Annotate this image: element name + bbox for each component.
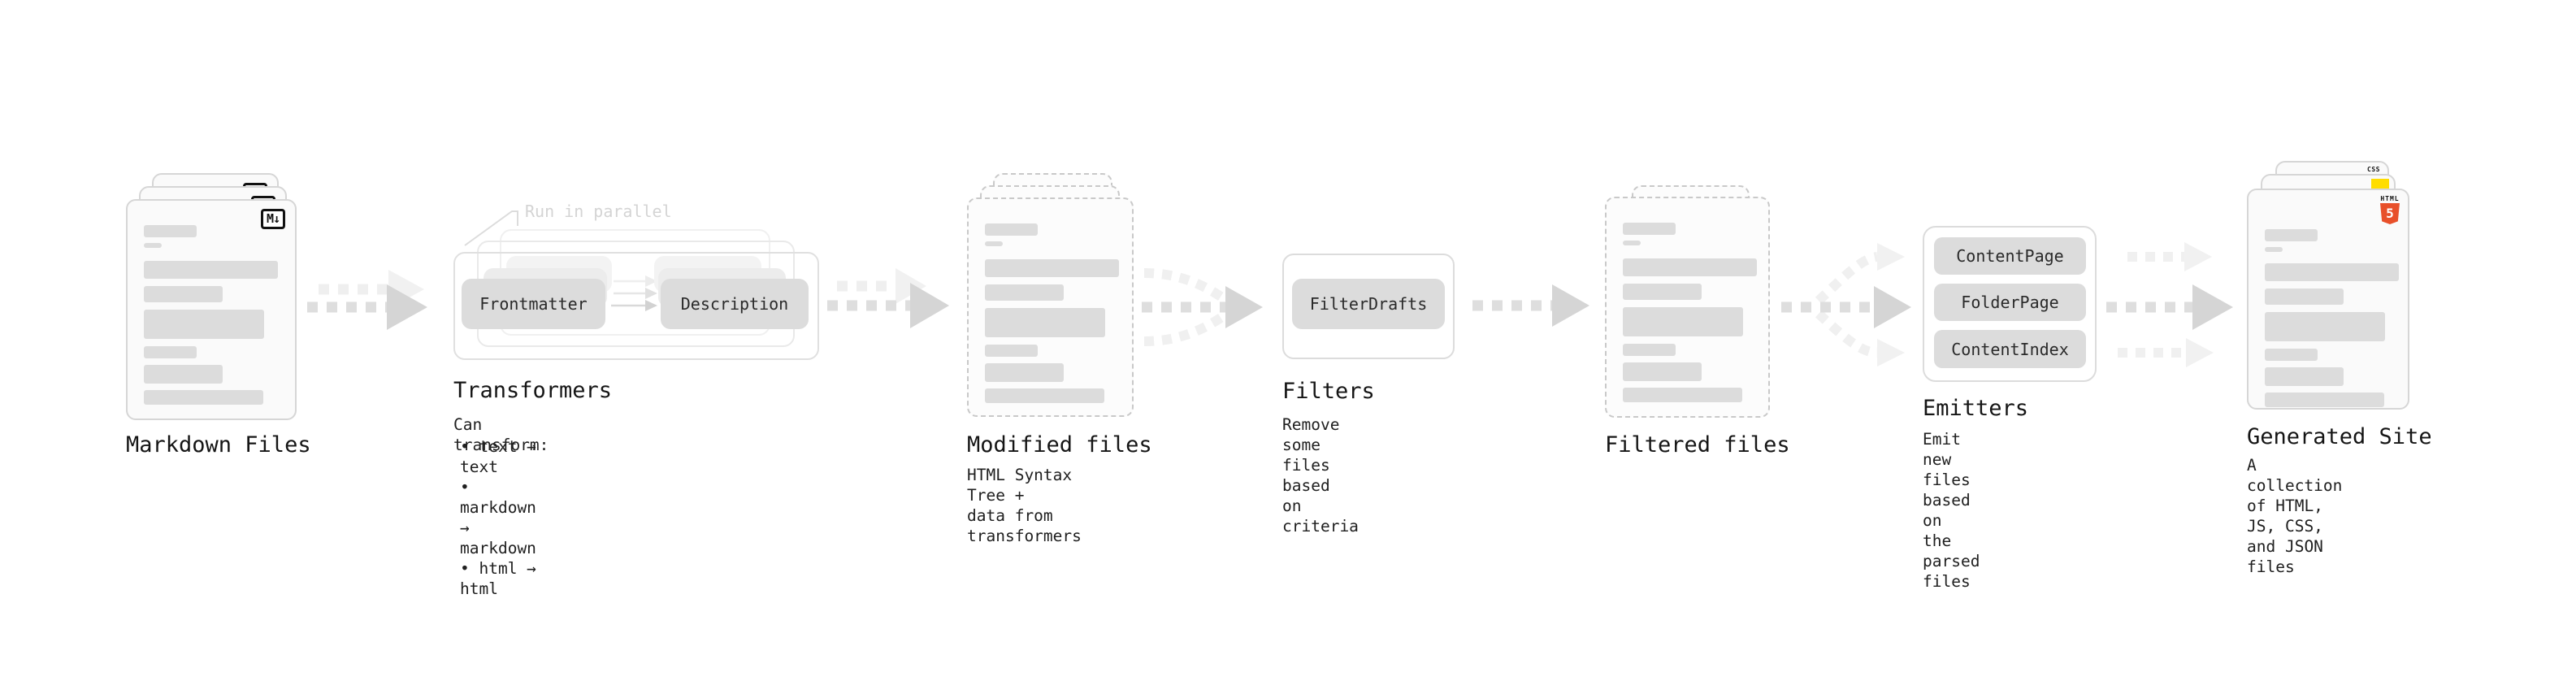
modified-doc-front: [967, 197, 1134, 417]
arrow-emitters-to-site: [2106, 242, 2233, 367]
skeleton-line: [1623, 258, 1757, 276]
transformer-pill-frontmatter: Frontmatter: [462, 279, 605, 329]
css-icon-label: CSS: [2367, 166, 2380, 173]
skeleton-line: [2265, 247, 2283, 252]
bullet-item: • html → html: [460, 559, 536, 598]
arrow-modified-to-filters-merge: [1142, 268, 1263, 346]
stage-title: Filters: [1282, 379, 1375, 404]
skeleton-line: [985, 388, 1104, 403]
skeleton-line: [985, 284, 1064, 301]
skeleton-line: [144, 310, 264, 339]
emitter-pill-contentpage: ContentPage: [1934, 237, 2086, 275]
stage-title: Transformers: [453, 378, 613, 403]
doc-skeleton: [144, 225, 279, 405]
pill-label: FolderPage: [1961, 293, 2059, 312]
arrow-filters-to-filtered: [1472, 284, 1589, 327]
transformer-box-front: [453, 252, 819, 360]
html5-icon: HTML 5: [2379, 195, 2401, 224]
skeleton-line: [985, 363, 1064, 382]
transform-bullet-list: • text → text • markdown → markdown • ht…: [460, 436, 536, 599]
transformer-pill-description: Description: [661, 279, 809, 329]
pill-label: ContentIndex: [1951, 339, 2069, 359]
pill-label: ContentPage: [1956, 246, 2064, 266]
stage-subtitle: A collection of HTML, JS, CSS, and JSON …: [2247, 456, 2343, 576]
stage-title: Markdown Files: [126, 432, 311, 458]
run-in-parallel-note: Run in parallel: [525, 202, 672, 221]
pill-label: FilterDrafts: [1309, 294, 1428, 314]
arrow-transformers-to-modified: [827, 268, 949, 328]
emitter-pill-contentindex: ContentIndex: [1934, 330, 2086, 368]
skeleton-line: [2265, 393, 2384, 407]
arrow-markdown-to-transformers: [307, 270, 427, 330]
skeleton-line: [985, 308, 1105, 337]
skeleton-line: [144, 225, 197, 237]
emitter-pill-folderpage: FolderPage: [1934, 284, 2086, 321]
stage-title: Filtered files: [1605, 432, 1790, 458]
stage-subtitle: Emit new files based on the parsed files: [1923, 430, 1980, 591]
stage-subtitle: Can transform:: [453, 415, 549, 454]
skeleton-line: [2265, 229, 2318, 241]
skeleton-line: [1623, 223, 1676, 235]
markdown-icon: M↓: [260, 209, 285, 229]
site-doc-html: HTML 5: [2247, 189, 2409, 410]
skeleton-line: [1623, 388, 1742, 402]
skeleton-line: [144, 365, 223, 384]
pill-label: Frontmatter: [479, 294, 588, 314]
skeleton-line: [1623, 344, 1676, 356]
skeleton-line: [2265, 349, 2318, 361]
skeleton-line: [144, 390, 263, 405]
doc-skeleton: [2265, 229, 2399, 407]
skeleton-line: [2265, 367, 2344, 386]
filtered-doc-front: [1605, 197, 1770, 418]
filter-pill-filterdrafts: FilterDrafts: [1292, 279, 1445, 329]
doc-skeleton: [985, 223, 1119, 403]
skeleton-line: [1623, 241, 1641, 245]
skeleton-line: [144, 286, 223, 302]
html5-icon-label: HTML: [2380, 195, 2400, 202]
doc-skeleton: [1623, 223, 1757, 402]
skeleton-line: [985, 259, 1119, 277]
stage-subtitle: Remove some files based on criteria: [1282, 415, 1359, 536]
bullet-item: • text → text: [460, 437, 536, 476]
arrow-filtered-to-emitters-split: [1781, 243, 1911, 367]
stage-title: Emitters: [1923, 396, 2029, 421]
stage-title: Modified files: [967, 432, 1152, 458]
html5-icon-shield: 5: [2380, 203, 2400, 224]
pill-label: Description: [680, 294, 789, 314]
stage-title: Generated Site: [2247, 424, 2432, 449]
skeleton-line: [2265, 288, 2344, 305]
skeleton-line: [985, 345, 1038, 357]
bullet-item: • markdown → markdown: [460, 478, 536, 557]
skeleton-line: [985, 241, 1003, 246]
skeleton-line: [2265, 312, 2385, 341]
skeleton-line: [1623, 284, 1702, 300]
html5-icon-number: 5: [2386, 206, 2394, 221]
skeleton-line: [1623, 307, 1743, 336]
js-icon: [2371, 179, 2389, 190]
skeleton-line: [144, 243, 162, 248]
skeleton-line: [144, 261, 278, 279]
skeleton-line: [985, 223, 1038, 236]
skeleton-line: [2265, 263, 2399, 281]
skeleton-line: [1623, 362, 1702, 381]
stage-subtitle: HTML Syntax Tree + data from transformer…: [967, 466, 1082, 545]
markdown-doc-front: M↓: [126, 199, 297, 420]
skeleton-line: [144, 346, 197, 358]
